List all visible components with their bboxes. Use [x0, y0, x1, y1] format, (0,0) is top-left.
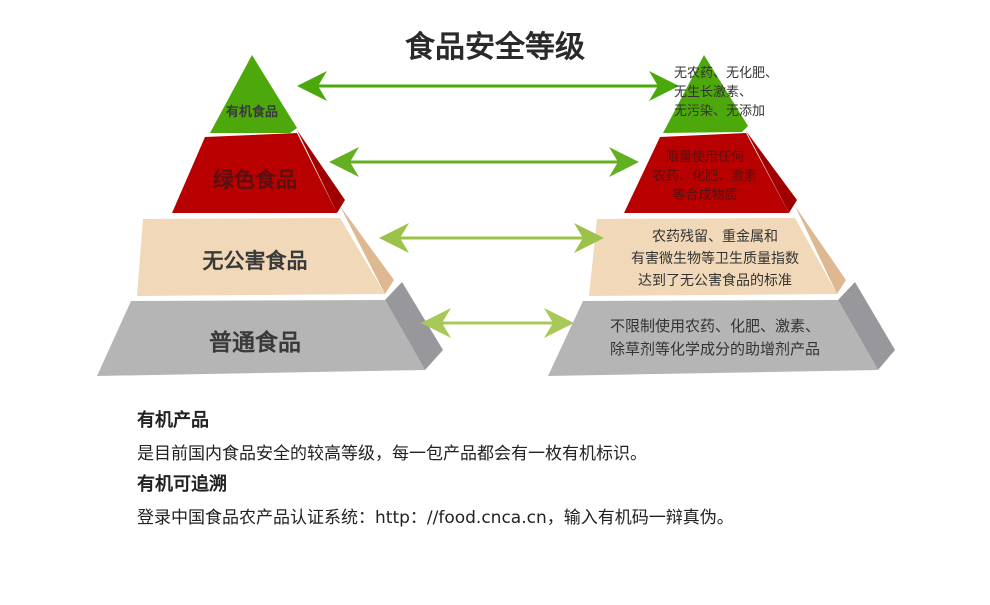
tier-organic [210, 55, 297, 133]
right-pyramid [548, 55, 895, 376]
label-green: 绿色食品 [213, 168, 297, 192]
tier-green [172, 133, 337, 213]
tier-pollution-free-side [340, 206, 394, 294]
tier-pollution-free [589, 218, 837, 296]
tier-pollution-free [137, 218, 385, 296]
label-pollution-free: 无公害食品 [202, 249, 308, 273]
desc-line: 不限制使用农药、化肥、激素、 [609, 317, 820, 335]
tier-green [624, 133, 789, 213]
desc-line: 达到了无公害食品的标准 [638, 273, 792, 289]
tier-green-side [746, 131, 797, 213]
desc-ordinary: 不限制使用农药、化肥、激素、 除草剂等化学成分的助增剂产品 [575, 315, 855, 361]
tier-ordinary-side [838, 282, 895, 370]
desc-line: 有害微生物等卫生质量指数 [631, 251, 799, 267]
desc-line: 无污染、无添加 [674, 104, 766, 119]
note-heading-organic: 有机产品 [137, 410, 209, 431]
desc-line: 限量使用任何 [665, 150, 744, 165]
desc-line: 农药残留、重金属和 [652, 229, 778, 245]
tier-organic [663, 55, 748, 133]
tier-ordinary-side [385, 282, 443, 370]
page-title: 食品安全等级 [405, 30, 585, 65]
tier-green-side [297, 130, 345, 213]
tier-ordinary [97, 300, 425, 376]
tier-pollution-free-side [795, 206, 846, 294]
note-text-organic: 是目前国内食品安全的较高等级，每一包产品都会有一枚有机标识。 [137, 444, 647, 464]
note-text-traceable: 登录中国食品农产品认证系统：http：//food.cnca.cn，输入有机码一… [137, 508, 734, 528]
desc-green: 限量使用任何 农药、化肥、激素 等合成物质 [640, 148, 770, 205]
label-organic: 有机食品 [225, 105, 278, 120]
note-heading-traceable: 有机可追溯 [137, 474, 227, 495]
desc-line: 除草剂等化学成分的助增剂产品 [609, 340, 820, 358]
desc-line: 无农药、无化肥、 [674, 66, 779, 81]
desc-line: 农药、化肥、激素 [652, 169, 757, 184]
desc-organic: 无农药、无化肥、 无生长激素、 无污染、无添加 [650, 64, 800, 121]
label-ordinary: 普通食品 [209, 330, 301, 356]
desc-pollution-free: 农药残留、重金属和 有害微生物等卫生质量指数 达到了无公害食品的标准 [600, 226, 830, 292]
tier-ordinary [548, 300, 878, 376]
desc-line: 等合成物质 [672, 188, 738, 203]
desc-line: 无生长激素、 [674, 85, 753, 100]
left-pyramid [97, 55, 443, 376]
